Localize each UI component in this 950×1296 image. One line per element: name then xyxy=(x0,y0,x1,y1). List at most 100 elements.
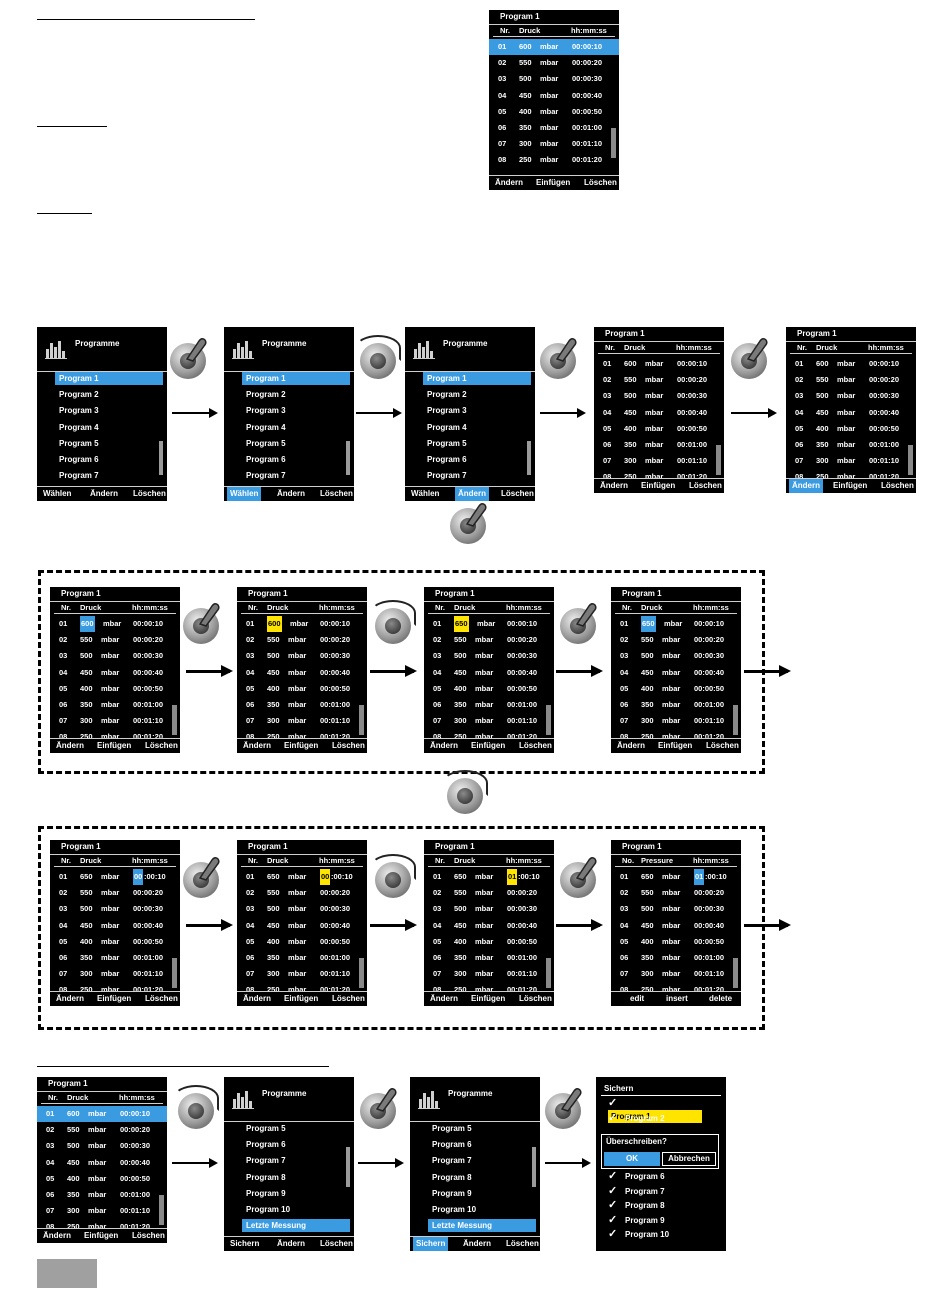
softkey-b[interactable]: Ändern xyxy=(463,1239,491,1248)
scrollbar[interactable] xyxy=(908,445,913,475)
save-slot-item[interactable]: ✓Program 7 xyxy=(608,1185,712,1198)
softkey-a[interactable]: Ändern xyxy=(495,178,523,187)
programme-item[interactable]: Program 5 xyxy=(432,1124,472,1133)
programme-item[interactable]: Program 5 xyxy=(246,438,286,448)
cancel-button[interactable]: Abbrechen xyxy=(662,1152,716,1166)
scrollbar[interactable] xyxy=(172,705,177,735)
scrollbar[interactable] xyxy=(527,441,531,475)
softkey-c[interactable]: Löschen xyxy=(320,1239,353,1248)
softkey-a[interactable]: Sichern xyxy=(230,1239,260,1248)
save-slot-item[interactable]: ✓Program 10 xyxy=(608,1228,712,1241)
softkey-c[interactable]: Löschen xyxy=(501,489,534,498)
softkey-b[interactable]: Ändern xyxy=(455,487,489,501)
scrollbar[interactable] xyxy=(359,958,364,988)
softkey-a[interactable]: Wählen xyxy=(411,489,440,498)
scrollbar[interactable] xyxy=(546,958,551,988)
programme-item[interactable]: Program 6 xyxy=(427,455,467,464)
programme-item[interactable]: Program 9 xyxy=(246,1188,286,1198)
softkey-c[interactable]: Löschen xyxy=(689,481,722,490)
programme-item[interactable]: Program 8 xyxy=(432,1172,472,1182)
scrollbar[interactable] xyxy=(532,1147,536,1187)
softkey-c[interactable]: Löschen xyxy=(332,994,365,1003)
programme-item[interactable]: Program 3 xyxy=(427,406,467,416)
scrollbar[interactable] xyxy=(733,705,738,735)
softkey-b[interactable]: Einfügen xyxy=(471,741,506,750)
programme-item[interactable]: Program 5 xyxy=(246,1124,286,1133)
programme-item[interactable]: Program 7 xyxy=(427,471,467,481)
programme-item[interactable]: Program 10 xyxy=(246,1205,291,1214)
programme-item[interactable]: Program 1 xyxy=(242,372,350,385)
softkey-a[interactable]: Ändern xyxy=(243,741,271,750)
softkey-b[interactable]: Ändern xyxy=(277,1239,305,1248)
programme-item[interactable]: Program 4 xyxy=(427,422,467,432)
scrollbar[interactable] xyxy=(346,1147,350,1187)
softkey-a[interactable]: Ändern xyxy=(56,994,84,1003)
softkey-b[interactable]: Einfügen xyxy=(97,741,132,750)
softkey-c[interactable]: Löschen xyxy=(506,1239,539,1248)
softkey-a[interactable]: Ändern xyxy=(600,481,628,490)
softkey-a[interactable]: Ändern xyxy=(430,994,458,1003)
softkey-c[interactable]: Löschen xyxy=(133,489,166,498)
programme-item[interactable]: Program 3 xyxy=(59,406,99,416)
softkey-a[interactable]: Sichern xyxy=(413,1237,449,1251)
softkey-a[interactable]: Ändern xyxy=(56,741,84,750)
programme-item[interactable]: Program 4 xyxy=(246,422,286,432)
programme-item[interactable]: Program 6 xyxy=(246,455,286,464)
softkey-a[interactable]: Wählen xyxy=(43,489,72,498)
programme-item[interactable]: Program 7 xyxy=(59,471,99,481)
programme-item[interactable]: Program 1 xyxy=(55,372,163,385)
scrollbar[interactable] xyxy=(716,445,721,475)
softkey-b[interactable]: insert xyxy=(666,994,688,1003)
scrollbar[interactable] xyxy=(159,1195,164,1225)
softkey-b[interactable]: Einfügen xyxy=(84,1231,119,1240)
save-slot-item[interactable]: ✓Program 8 xyxy=(608,1199,712,1212)
softkey-c[interactable]: Löschen xyxy=(332,741,365,750)
